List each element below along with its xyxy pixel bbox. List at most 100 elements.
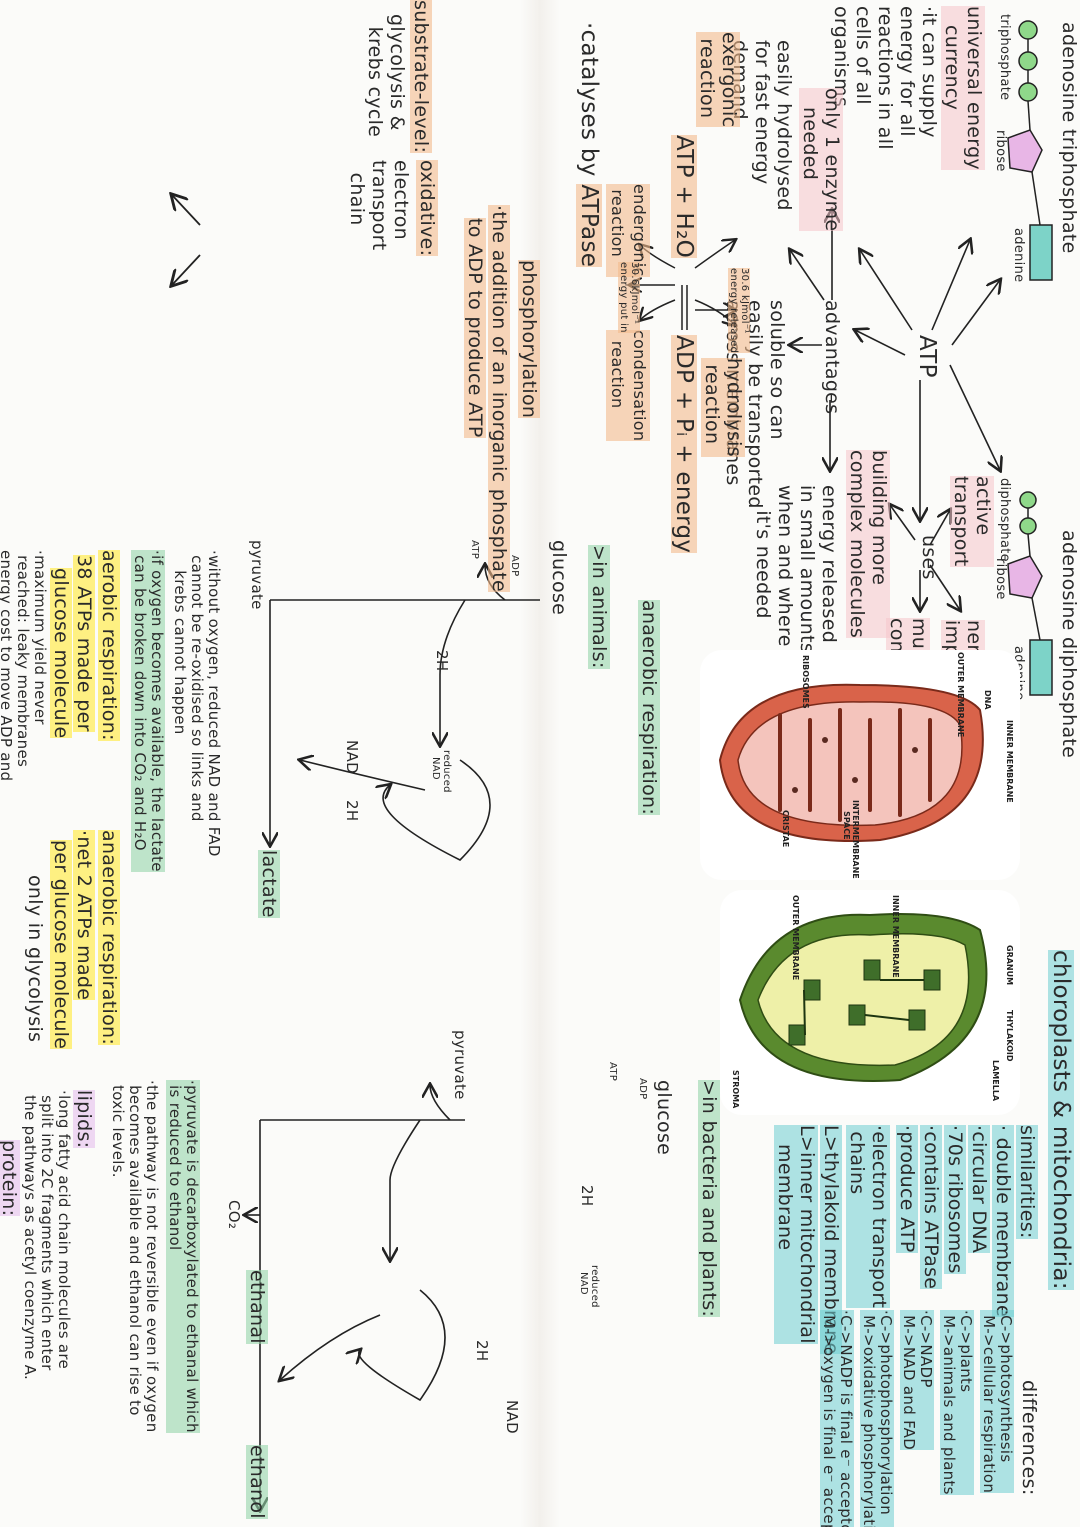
similarity-item: ·electron transport chains xyxy=(846,1125,890,1309)
lipids-text: ·long fatty acid chain molecules are spl… xyxy=(21,1090,73,1381)
animal-2h-in: 2H xyxy=(433,650,451,672)
similarity-item: ·70s ribosomes xyxy=(944,1125,966,1274)
supply-energy-note: ·it can supply energy for all reactions … xyxy=(830,6,940,150)
page-crease xyxy=(520,0,560,1527)
anaerobic-atps-2: per glucose molecule xyxy=(50,840,72,1050)
phosphorylation-def-1: ·the addition of an inorganic phosphate xyxy=(488,205,510,592)
chloroplast-label-stroma: STROMA xyxy=(731,1070,740,1109)
universal-currency: universal energy currency xyxy=(941,6,985,170)
aerobic-atps-2: glucose molecule xyxy=(50,568,72,739)
mito-label-cristae: CRISTAE xyxy=(781,810,790,848)
reaction-right: ADP + Pᵢ + energy xyxy=(671,335,697,554)
atp-center: ATP xyxy=(914,335,940,378)
similarities-heading: similarities: xyxy=(1016,1125,1038,1239)
plant-atp: ATP xyxy=(607,1062,618,1082)
similarity-item: ·contains ATPase xyxy=(920,1125,942,1290)
plant-co2: CO₂ xyxy=(225,1200,243,1230)
mito-label-outer-membrane: OUTER MEMBRANE xyxy=(956,652,965,738)
energy-put-in-label: 30.6kJmol⁻¹ energy put in xyxy=(618,262,640,333)
differences-heading: differences: xyxy=(1018,1380,1040,1496)
plant-ethanol: ethanol xyxy=(246,1445,268,1519)
anaerobic-atps: ·net 2 ATPs made xyxy=(73,830,95,1001)
animal-glucose: glucose xyxy=(548,540,570,616)
in-plants-subheading: >in bacteria and plants: xyxy=(698,1080,720,1318)
chloroplast-label-outer-membrane: OUTER MEMBRANE xyxy=(791,895,800,981)
atp-triphosphate-label: triphosphate xyxy=(997,14,1012,101)
lipids-heading: lipids: xyxy=(73,1090,95,1149)
plant-glucose: glucose xyxy=(653,1080,675,1156)
animal-nad: NAD xyxy=(343,740,361,774)
animal-2h-out: 2H xyxy=(343,800,361,822)
uses-node: uses xyxy=(918,535,940,580)
adv-one-enzyme: only 1 enzyme needed xyxy=(799,88,843,232)
mitochondrion-drawing xyxy=(718,683,984,842)
difference-item: ·C->NADP M->NAD and FAD xyxy=(900,1310,935,1451)
hydrolysis-label: hydrolysis reaction xyxy=(701,358,745,457)
aerobic-yield-note: ·maximum yield never reached: leaky memb… xyxy=(0,550,49,782)
anaerobic-heading: anaerobic respiration: xyxy=(638,600,660,816)
difference-item: ·C->photosynthesis M->cellular respirati… xyxy=(980,1310,1015,1494)
similarity-item: ·circular DNA xyxy=(968,1125,990,1254)
similarity-item: · double membrane xyxy=(992,1125,1014,1317)
chloroplast-label-inner-membrane: INNER MEMBRANE xyxy=(891,895,900,978)
use-active-transport: active transport xyxy=(950,476,994,567)
chloroplast-label-thylakoid: THYLAKOID xyxy=(1005,1010,1014,1062)
phosphorylation-title: phosphorylation xyxy=(518,260,540,419)
animal-lactate: lactate xyxy=(258,850,280,918)
plant-ethanal: ethanal xyxy=(246,1270,268,1344)
adp-diphosphate-label: diphosphate xyxy=(997,478,1012,562)
plant-pyruvate: pyruvate xyxy=(451,1030,469,1100)
aerobic-heading: aerobic respiration: xyxy=(98,550,120,741)
similarity-item: ·produce ATP xyxy=(896,1125,918,1253)
condensation-label: condensation reaction xyxy=(606,330,650,442)
chloroplast-drawing xyxy=(738,913,988,1082)
animal-adp: ADP xyxy=(509,555,520,577)
in-animals-subheading: >in animals: xyxy=(588,545,610,669)
difference-item: ·C->NADP is final e⁻ acceptor M->oxygen … xyxy=(820,1310,855,1527)
adp-ribose-label: ribose xyxy=(993,558,1008,600)
atp-adenine-label: adenine xyxy=(1011,228,1026,283)
phosphorylation-arrows xyxy=(172,195,201,285)
plant-note-1: ·pyruvate is decarboxylated to ethanal w… xyxy=(166,1080,201,1433)
animal-reduced-nad: reduced NAD xyxy=(430,750,452,793)
substrate-level-label: substrate-level: xyxy=(410,0,432,154)
mito-label-inner-membrane: INNER MEMBRANE xyxy=(1005,720,1014,803)
animal-pathway-lines xyxy=(270,565,540,861)
atp-title: adenosine triphosphate xyxy=(1058,22,1080,254)
phosphorylation-def-2: to ADP to produce ATP xyxy=(464,218,486,438)
mito-label-dna: DNA xyxy=(983,690,992,710)
chloroplast-image: GRANUM THYLAKOID LAMELLA STROMA INNER ME… xyxy=(720,890,1020,1115)
plant-2h-out: 2H xyxy=(473,1340,491,1362)
difference-item: ·C->plants M->animals and plants xyxy=(940,1310,975,1495)
plant-note-2: ·the pathway is not reversible even if o… xyxy=(109,1080,161,1433)
chloroplast-label-granum: GRANUM xyxy=(1005,945,1014,986)
reaction-left: ATP + H₂O xyxy=(671,135,697,259)
adp-title: adenosine diphosphate xyxy=(1058,530,1080,759)
anaerobic-summary-heading: anaerobic respiration: xyxy=(98,830,120,1046)
animal-note-1: ·without oxygen, reduced NAD and FAD can… xyxy=(171,550,223,857)
catalyst-note: ·catalyses by ATPase xyxy=(576,22,602,268)
organelles-title: chloroplasts & mitochondria: xyxy=(1048,950,1074,1290)
chloroplast-label-lamella: LAMELLA xyxy=(991,1060,1000,1102)
similarity-item: L>inner mitochondrial membrane xyxy=(774,1125,818,1344)
difference-item: ·C->photophosphorylation M->oxidative ph… xyxy=(860,1310,895,1527)
anaerobic-glycolysis-note: only in glycolysis xyxy=(24,875,46,1043)
animal-atp: ATP xyxy=(469,540,480,560)
mito-label-intermembrane-space: INTERMEMBRANE SPACE xyxy=(842,800,860,879)
plant-pathway-lines xyxy=(245,1085,465,1510)
animal-pyruvate: pyruvate xyxy=(248,540,266,610)
plant-adp: ADP xyxy=(637,1078,648,1100)
substrate-level-examples: glycolysis & krebs cycle xyxy=(364,14,408,138)
protein-heading: protein: xyxy=(0,1140,20,1217)
atp-ribose-label: ribose xyxy=(993,130,1008,172)
aerobic-atps: 38 ATPs made per xyxy=(73,555,95,732)
exergonic-label: exergonic reaction xyxy=(696,32,740,128)
plant-2h-in: 2H xyxy=(578,1185,596,1207)
mito-label-ribosomes: RIBOSOMES xyxy=(801,655,810,709)
energy-released-label: 30.6 kJmol⁻¹ energy released xyxy=(728,268,750,354)
atpase-term: ATPase xyxy=(576,184,602,268)
adv-small-amounts: energy released in small amounts when an… xyxy=(752,485,840,654)
mitochondrion-image: INNER MEMBRANE DNA OUTER MEMBRANE INTERM… xyxy=(700,650,1020,880)
oxidative-label: oxidative: xyxy=(416,160,438,257)
